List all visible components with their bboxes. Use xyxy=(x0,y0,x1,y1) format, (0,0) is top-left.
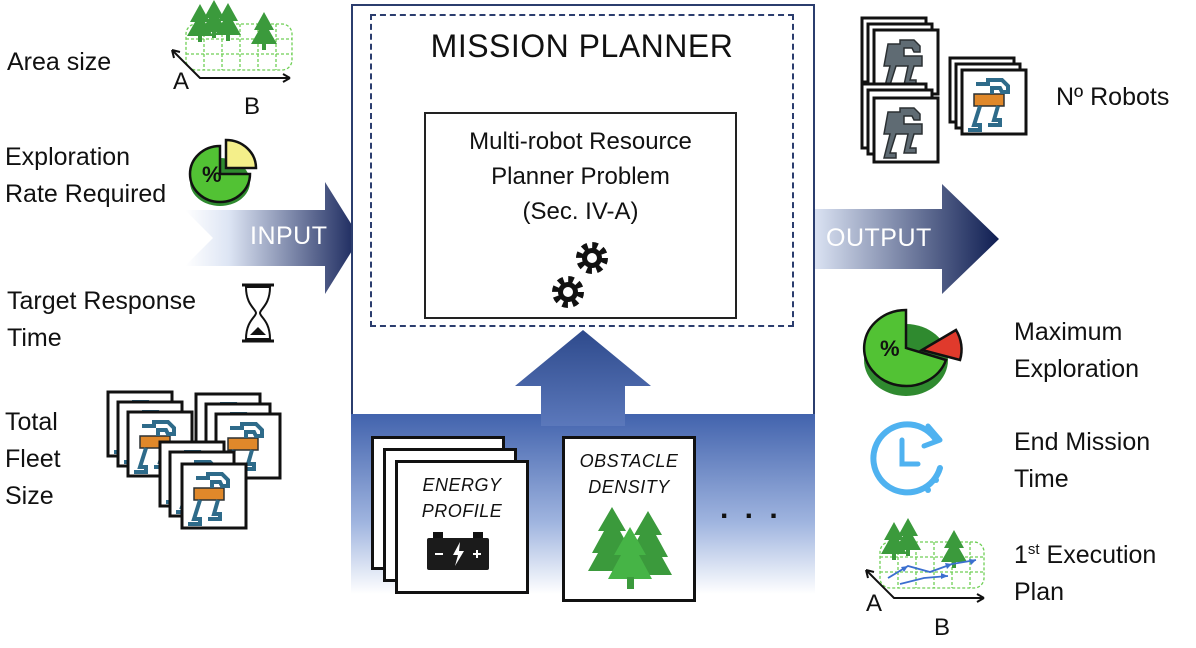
end-mission-line-2: Time xyxy=(1014,465,1069,493)
gears-icon xyxy=(548,238,618,318)
energy-profile-stack xyxy=(371,436,531,600)
input-arrow-label: INPUT xyxy=(250,222,328,250)
robots-count-label: Nº Robots xyxy=(1056,83,1170,111)
obstacle-line-1: OBSTACLE xyxy=(579,451,679,471)
obstacle-line-2: DENSITY xyxy=(588,477,670,497)
fleet-size-label: Total Fleet Size xyxy=(5,404,61,515)
plan-axis-a: A xyxy=(866,590,883,617)
problem-text: Multi-robot Resource Planner Problem (Se… xyxy=(424,124,737,229)
input-arrow xyxy=(185,182,360,294)
area-map-icon xyxy=(171,0,293,83)
output-robots-icon xyxy=(860,16,1028,164)
execution-plan-map-icon xyxy=(865,518,985,603)
area-axis-b: B xyxy=(244,93,261,120)
execution-plan-number: 1 xyxy=(1014,541,1028,569)
planner-title: MISSION PLANNER xyxy=(430,28,734,64)
exploration-line-1: Exploration xyxy=(5,143,131,171)
target-line-1: Target Response xyxy=(7,287,197,315)
exploration-percent-symbol: % xyxy=(202,162,222,187)
area-axis-a: A xyxy=(173,68,190,95)
execution-plan-line-2: Plan xyxy=(1014,578,1065,606)
up-arrow xyxy=(515,330,651,426)
max-exploration-line-1: Maximum xyxy=(1014,318,1123,346)
planner-inner-dashed-box xyxy=(370,14,794,327)
plan-axis-b: B xyxy=(934,614,951,641)
max-exploration-pie-icon: % xyxy=(862,308,963,396)
battery-icon xyxy=(427,532,489,570)
exploration-rate-label: Exploration Rate Required xyxy=(5,139,166,213)
execution-plan-superscript: st xyxy=(1027,541,1040,558)
energy-profile-label: ENERGY PROFILE xyxy=(398,472,526,524)
fleet-robots-icon xyxy=(106,390,282,530)
hourglass-icon xyxy=(242,283,274,343)
energy-line-2: PROFILE xyxy=(421,501,503,521)
forest-icon xyxy=(588,507,672,589)
max-exploration-line-2: Exploration xyxy=(1014,355,1140,383)
output-arrow xyxy=(814,184,999,294)
fleet-line-1: Total xyxy=(5,408,58,436)
max-exploration-percent-symbol: % xyxy=(880,336,900,361)
execution-plan-line-1: 1st Execution xyxy=(1014,537,1156,574)
execution-plan-word: Execution xyxy=(1046,541,1157,569)
problem-line-3: (Sec. IV-A) xyxy=(522,198,639,225)
target-line-2: Time xyxy=(7,324,62,352)
end-mission-line-1: End Mission xyxy=(1014,428,1151,456)
target-response-label: Target Response Time xyxy=(7,283,196,357)
fleet-line-2: Fleet xyxy=(5,445,61,473)
output-arrow-label: OUTPUT xyxy=(826,224,932,252)
energy-line-1: ENERGY xyxy=(422,475,502,495)
fleet-line-3: Size xyxy=(5,482,54,510)
exploration-pie-icon: % xyxy=(188,138,258,206)
max-exploration-label: Maximum Exploration xyxy=(1014,314,1139,388)
end-mission-label: End Mission Time xyxy=(1014,424,1150,498)
execution-plan-label: 1st Execution Plan xyxy=(1014,537,1156,611)
obstacle-density-label: OBSTACLE DENSITY xyxy=(562,448,696,500)
exploration-line-2: Rate Required xyxy=(5,180,167,208)
problem-line-1: Multi-robot Resource xyxy=(469,128,692,155)
more-ellipsis: . . . xyxy=(720,492,782,525)
clock-icon xyxy=(870,421,943,496)
area-size-label: Area size xyxy=(7,48,112,76)
problem-line-2: Planner Problem xyxy=(491,163,670,190)
